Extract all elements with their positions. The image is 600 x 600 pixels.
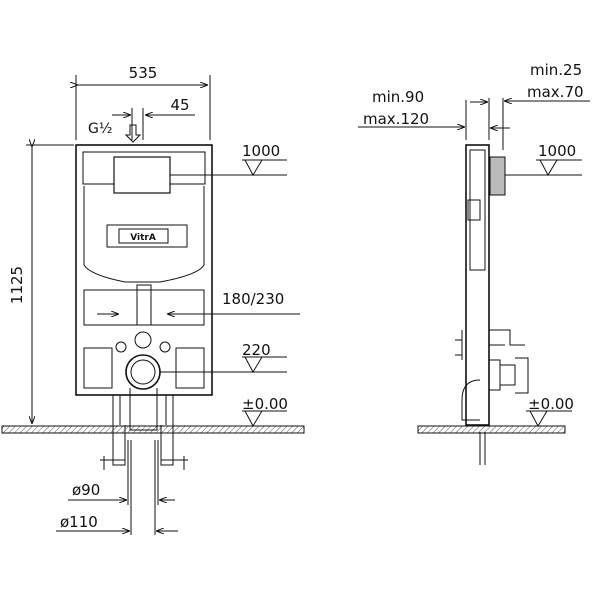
inlet-label: G½ [88,121,112,137]
brand-logo: VitrA [130,233,156,243]
pipe-110-dimension: ø110 [60,513,98,531]
offset-dimension: 45 [170,96,189,114]
svg-text:±0.00: ±0.00 [528,395,574,413]
svg-text:220: 220 [242,341,271,359]
bolt-spacing-dimension: 180/230 [222,290,284,308]
water-inlet-arrow-icon [124,124,142,143]
cistern [83,186,205,283]
level-marker-220: 220 [160,341,287,374]
wall-max: max.70 [527,83,584,101]
wall-panel [489,156,506,196]
width-dimension: 535 [129,64,158,82]
level-marker-floor: ±0.00 [242,395,288,428]
frame-outline [75,144,213,396]
side-view: min.90 max.120 min.25 max.70 1000 ±0.00 [358,61,590,465]
side-frame [465,144,490,426]
front-view: VitrA 535 45 G½ 1125 1000 180/ [1,64,305,535]
level-marker-1000-side: 1000 [505,142,582,177]
depth-max: max.120 [363,110,429,128]
svg-text:1000: 1000 [242,142,280,160]
wall-min: min.25 [530,61,582,79]
level-marker-floor-side: ±0.00 [526,395,574,428]
svg-text:±0.00: ±0.00 [242,395,288,413]
pipe-90-dimension: ø90 [72,481,100,499]
svg-text:1000: 1000 [538,142,576,160]
height-dimension: 1125 [8,266,26,304]
actuator-plate [113,156,171,194]
level-marker-1000: 1000 [170,142,287,177]
floor-slab-side [417,425,566,434]
depth-min: min.90 [372,88,424,106]
